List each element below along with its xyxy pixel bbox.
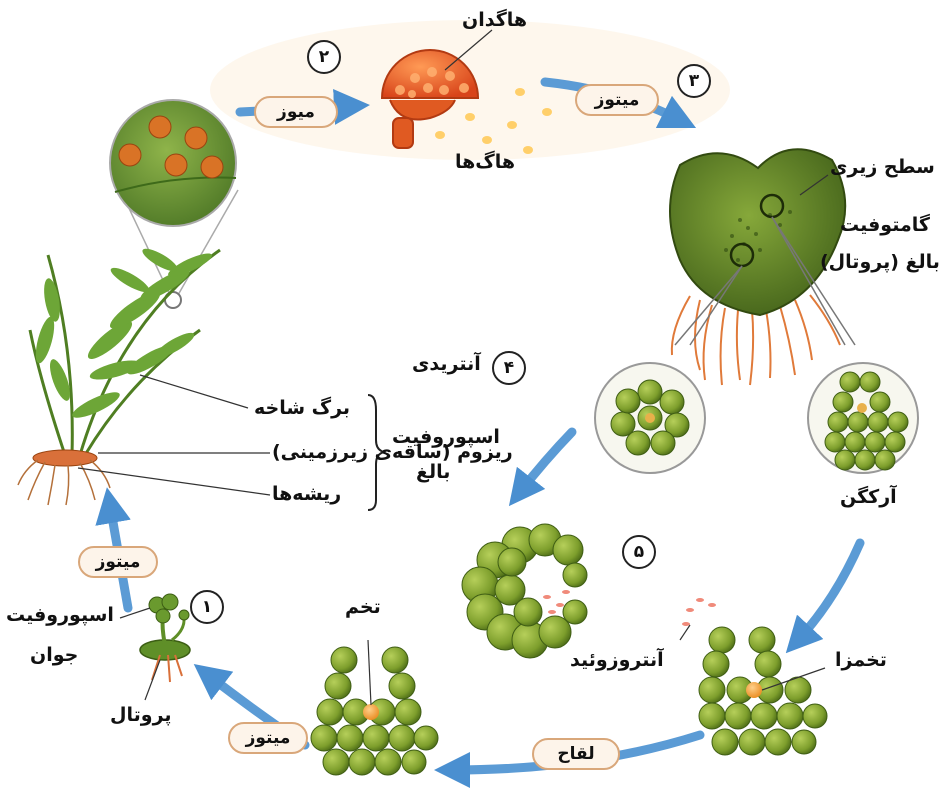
step-mitoz-bottom: میتوز: [228, 722, 308, 754]
label-antherozoid: آنتروزوئید: [570, 648, 664, 673]
label-sporangium: هاگدان: [462, 8, 527, 33]
label-prothallus: پروتال: [110, 703, 172, 728]
label-archegonium: آرکگن: [840, 485, 897, 510]
step-number-1: ۱: [190, 590, 224, 624]
label-antheridium: آنتریدی: [412, 352, 481, 377]
label-adult-sporophyte-1: اسپوروفیت: [392, 425, 500, 450]
open-antheridium-icon: [462, 524, 716, 658]
antheridium-icon: [595, 363, 705, 473]
label-gametophyte-2: بالغ (پروتال): [820, 250, 940, 275]
label-young-sporophyte-2: جوان: [30, 643, 78, 668]
step-mitoz-top: میتوز: [575, 84, 659, 116]
label-frond: برگ شاخه: [254, 396, 350, 421]
step-laghah: لقاح: [532, 738, 620, 770]
label-adult-sporophyte-2: بالغ: [416, 460, 450, 485]
label-gametophyte-1: گامتوفیت: [840, 213, 930, 238]
label-roots: ریشه‌ها: [272, 482, 341, 507]
label-underside: سطح زیری: [830, 155, 935, 180]
step-mitoz-left: میتوز: [78, 546, 158, 578]
zygote-archegonium-icon: [311, 647, 438, 775]
archegonium-egg-icon: [699, 627, 827, 755]
step-meioz: میوز: [254, 96, 338, 128]
step-number-2: ۲: [307, 40, 341, 74]
arrow-antheridi-down: [520, 432, 572, 492]
arrow-arkegon-down: [798, 543, 860, 640]
step-number-4: ۴: [492, 351, 526, 385]
label-young-sporophyte-1: اسپوروفیت: [6, 603, 114, 628]
step-number-3: ۳: [677, 64, 711, 98]
step-number-5: ۵: [622, 535, 656, 569]
label-spores: هاگ‌ها: [455, 150, 515, 175]
label-egg-cell: تخمزا: [835, 648, 887, 673]
label-zygote: تخم: [345, 595, 381, 620]
young-sporophyte-icon: [140, 594, 190, 682]
archegonium-icon: [808, 363, 918, 473]
